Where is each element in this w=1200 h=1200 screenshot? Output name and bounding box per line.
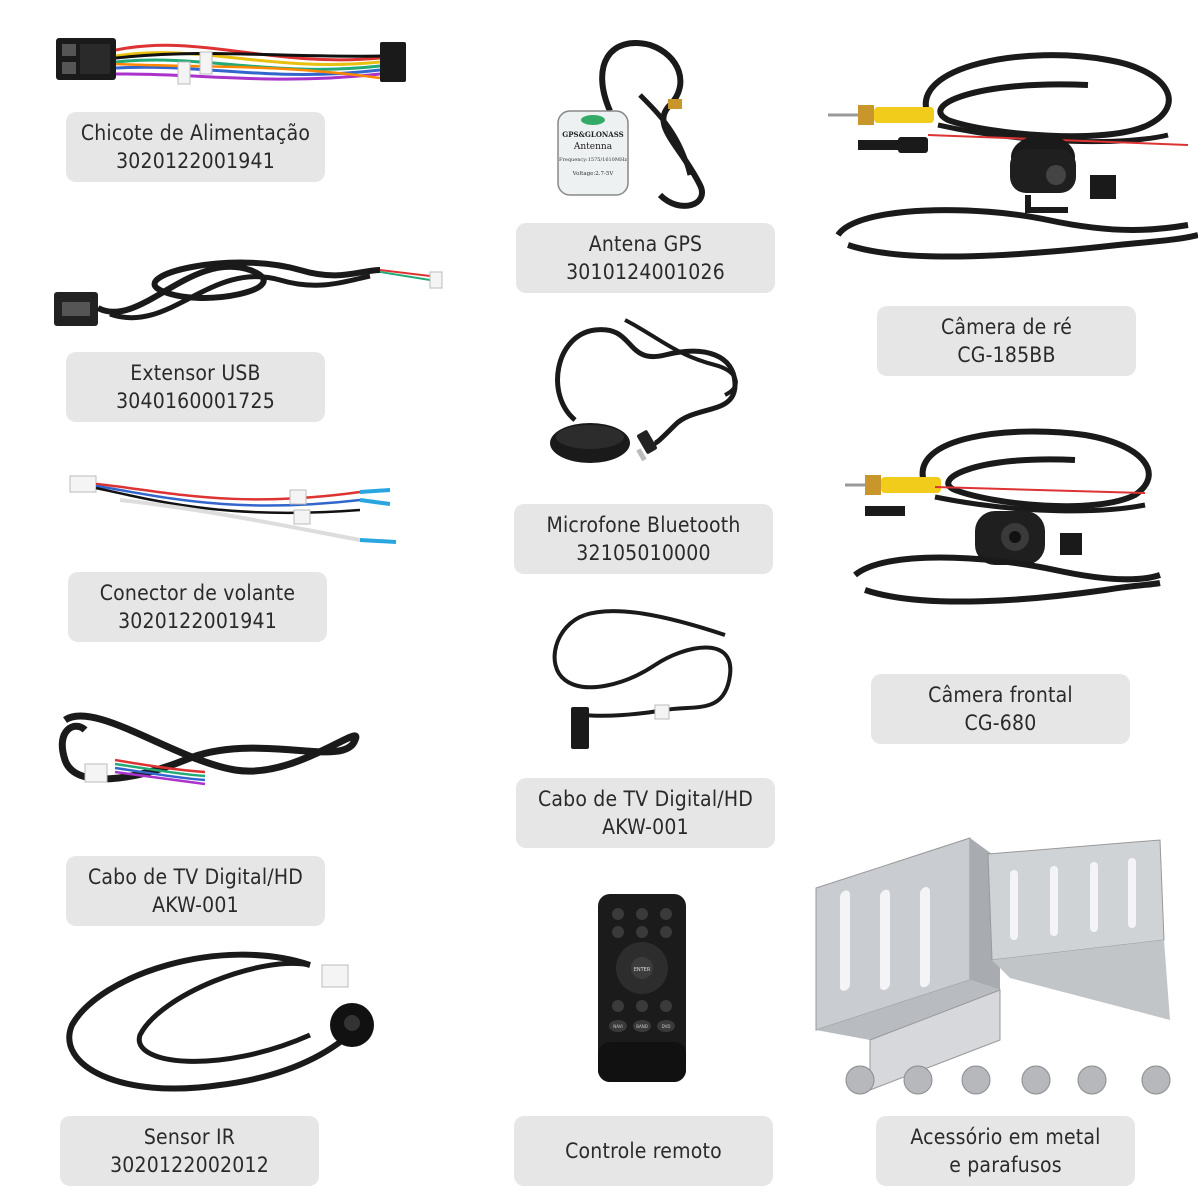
product-label-steering-connector: Conector de volante 3020122001941 (68, 572, 327, 642)
gps-sticker-frequency: Frequency:1575/1610MHz (559, 157, 627, 163)
product-name: Controle remoto (565, 1139, 722, 1163)
product-code: 3040160001725 (116, 389, 275, 413)
remote-navi-label: NAVI (613, 1024, 622, 1029)
product-label-ir-sensor: Sensor IR 3020122002012 (60, 1116, 319, 1186)
product-label-front-camera: Câmera frontal CG-680 (871, 674, 1130, 744)
product-name: Câmera frontal (928, 683, 1073, 707)
product-code: CG-185BB (957, 343, 1056, 367)
product-label-rear-camera: Câmera de ré CG-185BB (877, 306, 1136, 376)
usb-extender-image (50, 240, 450, 340)
product-code: e parafusos (949, 1153, 1062, 1177)
product-label-gps-antenna: Antena GPS 3010124001026 (516, 223, 775, 293)
gps-sticker-voltage: Voltage:2.7-5V (572, 171, 615, 177)
product-name: Sensor IR (143, 1125, 236, 1149)
product-label-remote-control: Controle remoto (514, 1116, 773, 1186)
product-code: AKW-001 (152, 893, 239, 917)
product-code: 3020122002012 (110, 1153, 269, 1177)
gps-sticker-title: Antenna (573, 142, 613, 152)
product-label-bluetooth-mic: Microfone Bluetooth 32105010000 (514, 504, 773, 574)
steering-connector-image (60, 470, 410, 550)
remote-enter-label: ENTER (634, 967, 651, 973)
product-name: Cabo de TV Digital/HD (87, 865, 303, 889)
product-label-tv-cable-left: Cabo de TV Digital/HD AKW-001 (66, 856, 325, 926)
power-harness-image (50, 28, 420, 98)
product-label-metal-accessory: Acessório em metal e parafusos (876, 1116, 1135, 1186)
product-name: Cabo de TV Digital/HD (537, 787, 753, 811)
remote-dvd-label: DVD (662, 1024, 671, 1029)
product-code: 3020122001941 (118, 609, 277, 633)
rear-camera-image (828, 45, 1198, 275)
front-camera-image (845, 425, 1165, 620)
remote-control-image: ENTER NAVI BAND DVD (596, 892, 688, 1084)
tv-cable-left-image (55, 700, 375, 805)
product-name: Conector de volante (99, 581, 296, 605)
product-code: AKW-001 (602, 815, 689, 839)
gps-antenna-image: GPS&GLONASS Antenna Frequency:1575/1610M… (550, 35, 720, 215)
product-label-usb-extender: Extensor USB 3040160001725 (66, 352, 325, 422)
product-name: Microfone Bluetooth (546, 513, 741, 537)
product-code: 3010124001026 (566, 260, 725, 284)
bluetooth-mic-image (535, 315, 750, 475)
product-code: CG-680 (964, 711, 1037, 735)
product-label-tv-cable-middle: Cabo de TV Digital/HD AKW-001 (516, 778, 775, 848)
metal-brackets-image (810, 810, 1180, 1110)
product-name: Câmera de ré (940, 315, 1073, 339)
product-name: Acessório em metal (910, 1125, 1101, 1149)
remote-band-label: BAND (636, 1024, 648, 1029)
gps-sticker-brand: GPS&GLONASS (562, 130, 623, 139)
product-label-power-harness: Chicote de Alimentação 3020122001941 (66, 112, 325, 182)
product-name: Extensor USB (130, 361, 261, 385)
tv-cable-middle-image (545, 605, 745, 755)
product-name: Antena GPS (588, 232, 703, 256)
product-code: 3020122001941 (116, 149, 275, 173)
ir-sensor-image (60, 935, 400, 1105)
product-code: 32105010000 (576, 541, 711, 565)
product-name: Chicote de Alimentação (80, 121, 311, 145)
